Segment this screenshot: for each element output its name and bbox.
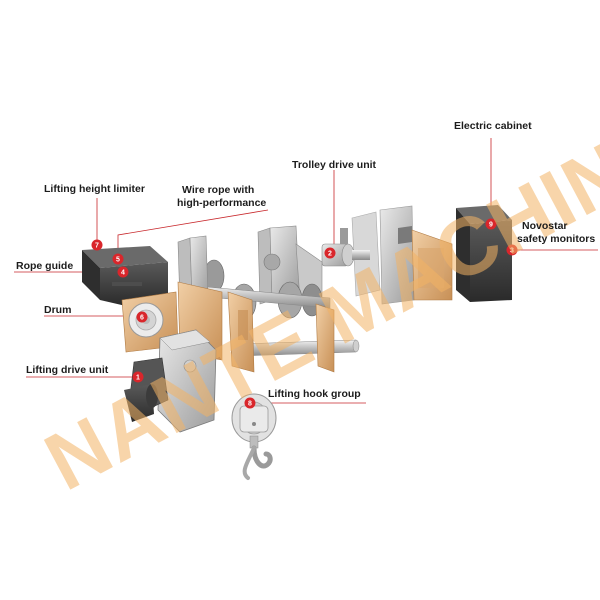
label-rope-guide: Rope guide: [16, 260, 74, 272]
label-lifting-hook-group: Lifting hook group: [268, 388, 361, 400]
badge-1: 1: [132, 371, 144, 383]
hoist-body: [82, 246, 179, 353]
label-novostar-line1: Novostar: [522, 220, 568, 232]
svg-text:8: 8: [248, 401, 252, 408]
svg-text:6: 6: [140, 315, 144, 322]
svg-text:4: 4: [121, 270, 125, 277]
svg-text:2: 2: [328, 251, 332, 258]
svg-text:1: 1: [136, 375, 140, 382]
lifting-hook-group: [231, 393, 277, 480]
svg-text:3: 3: [510, 248, 514, 255]
badge-2: 2: [324, 247, 336, 259]
label-wire-rope-line2: high-performance: [177, 197, 267, 209]
svg-text:5: 5: [116, 257, 120, 264]
badge-7: 7: [91, 239, 103, 251]
badge-9: 9: [485, 218, 497, 230]
svg-text:9: 9: [489, 222, 493, 229]
label-electric-cabinet: Electric cabinet: [454, 120, 532, 132]
trolley-frame: [351, 205, 453, 305]
label-lifting-height-limiter: Lifting height limiter: [44, 183, 145, 195]
label-trolley-drive-unit: Trolley drive unit: [292, 159, 377, 171]
label-drum: Drum: [44, 304, 72, 316]
badge-4: 4: [117, 266, 129, 278]
electric-cabinet: [456, 205, 512, 302]
label-novostar-line2: safety monitors: [517, 233, 596, 245]
badges: 1 2 3 4 5 6 7 8 9: [91, 218, 518, 409]
svg-text:7: 7: [95, 243, 99, 250]
lifting-drive-unit: [124, 329, 217, 433]
badge-6: 6: [136, 311, 148, 323]
label-wire-rope-line1: Wire rope with: [182, 184, 255, 196]
front-frame: [177, 235, 335, 373]
badge-5: 5: [112, 253, 124, 265]
badge-3: 3: [506, 244, 518, 256]
label-lifting-drive-unit: Lifting drive unit: [26, 364, 109, 376]
badge-8: 8: [244, 397, 256, 409]
